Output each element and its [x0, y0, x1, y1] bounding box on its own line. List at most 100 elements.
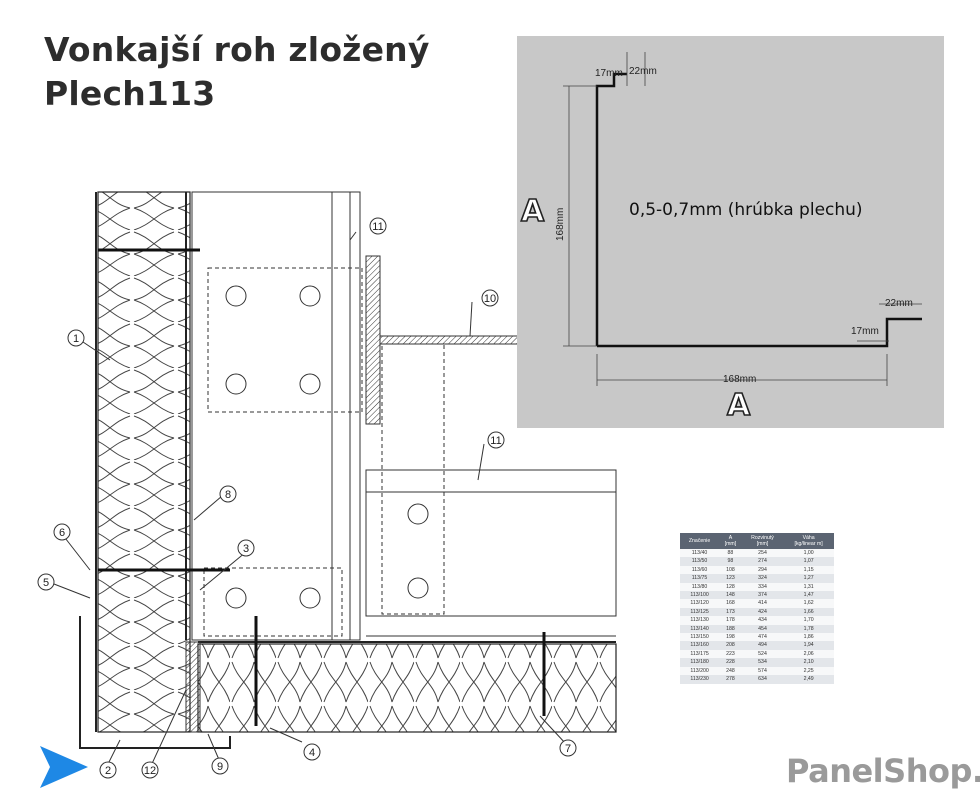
callout-10: 10 — [484, 293, 496, 305]
table-cell: 113/230 — [680, 675, 720, 684]
table-cell: 454 — [741, 624, 784, 634]
table-cell: 1,78 — [783, 624, 834, 634]
table-cell: 1,66 — [783, 607, 834, 617]
callout-12: 12 — [144, 765, 156, 777]
table-cell: 434 — [741, 616, 784, 625]
table-cell: 474 — [741, 633, 784, 642]
table-cell: 1,27 — [783, 574, 834, 583]
table-cell: 1,47 — [783, 591, 834, 600]
table-cell: 228 — [719, 658, 742, 667]
table-cell: 113/100 — [680, 591, 720, 600]
table-cell: 88 — [719, 549, 742, 558]
table-cell: 574 — [741, 666, 784, 676]
table-cell: 248 — [719, 666, 742, 676]
table-cell: 113/175 — [680, 649, 720, 659]
table-cell: 188 — [719, 624, 742, 634]
table-cell: 128 — [719, 582, 742, 592]
horizontal-wall-panel — [197, 641, 617, 733]
table-cell: 1,31 — [783, 582, 834, 592]
corner-flashing-profile — [79, 616, 231, 749]
table-cell: 98 — [719, 557, 742, 566]
table-cell: 113/125 — [680, 607, 720, 617]
table-cell: 1,62 — [783, 599, 834, 608]
table-cell: 113/60 — [680, 565, 720, 575]
bolt-holes — [225, 285, 429, 609]
table-cell: 414 — [741, 599, 784, 608]
table-cell: 178 — [719, 616, 742, 625]
col-header: A[mm] — [719, 533, 742, 549]
table-cell: 634 — [741, 675, 784, 684]
table-cell: 123 — [719, 574, 742, 583]
blue-arrow-icon — [40, 746, 88, 788]
callout-4: 4 — [309, 747, 315, 759]
table-cell: 168 — [719, 599, 742, 608]
table-cell: 1,15 — [783, 565, 834, 575]
table-cell: 254 — [741, 549, 784, 558]
vertical-wall-panel — [95, 191, 191, 733]
table-cell: 113/200 — [680, 666, 720, 676]
table-cell: 278 — [719, 675, 742, 684]
table-cell: 173 — [719, 607, 742, 617]
table-cell: 113/160 — [680, 641, 720, 650]
table-cell: 424 — [741, 607, 784, 617]
table-header-row: Značenie A[mm] Rozvinutý[mm] Váha[kg/lin… — [680, 533, 834, 549]
col-header: Značenie — [680, 533, 720, 549]
label-a-bottom: A — [726, 387, 751, 424]
hatched-sealant — [185, 641, 201, 733]
page-title-line1: Vonkajší roh zložený — [44, 30, 430, 69]
table-cell: 494 — [741, 641, 784, 650]
table-cell: 1,94 — [783, 641, 834, 650]
callout-markers — [37, 217, 577, 779]
table-cell: 113/75 — [680, 574, 720, 583]
steel-column — [191, 191, 617, 641]
table-cell: 1,00 — [783, 549, 834, 558]
table-cell: 113/130 — [680, 616, 720, 625]
table-cell: 524 — [741, 649, 784, 659]
callout-8: 8 — [225, 489, 231, 501]
table-cell: 148 — [719, 591, 742, 600]
callout-5: 5 — [43, 577, 49, 589]
table-cell: 113/150 — [680, 633, 720, 642]
table-cell: 274 — [741, 557, 784, 566]
callout-9: 9 — [217, 761, 223, 773]
table-cell: 113/50 — [680, 557, 720, 566]
table-cell: 1,70 — [783, 616, 834, 625]
table-cell: 113/140 — [680, 624, 720, 634]
callout-11-bottom: 11 — [490, 435, 501, 447]
table-cell: 198 — [719, 633, 742, 642]
callout-3: 3 — [243, 543, 249, 555]
dim-right-lip: 17mm — [851, 326, 879, 337]
label-a-left: A — [520, 193, 545, 230]
thickness-note: 0,5-0,7mm (hrúbka plechu) — [629, 200, 863, 220]
profile-outline — [563, 52, 922, 386]
profile-dimension-panel: 17mm 22mm 168mm 168mm 22mm 17mm 0,5-0,7m… — [517, 36, 944, 428]
table-cell: 223 — [719, 649, 742, 659]
brand-logo: PanelShop.sk — [786, 752, 980, 790]
profile-weights-table: Značenie A[mm] Rozvinutý[mm] Váha[kg/lin… — [680, 533, 834, 684]
col-header: Rozvinutý[mm] — [741, 533, 784, 549]
callout-1: 1 — [73, 333, 79, 345]
table-cell: 294 — [741, 565, 784, 575]
table-cell: 113/40 — [680, 549, 720, 558]
dim-right-return: 22mm — [885, 298, 913, 309]
callout-6: 6 — [59, 527, 65, 539]
page-title-line2: Plech113 — [44, 74, 216, 113]
table-cell: 2,06 — [783, 649, 834, 659]
table-cell: 2,49 — [783, 675, 834, 684]
table-cell: 208 — [719, 641, 742, 650]
callout-11-top: 11 — [372, 221, 383, 233]
dim-top-return: 22mm — [629, 66, 657, 77]
callout-7: 7 — [565, 743, 571, 755]
dim-top-lip: 17mm — [595, 68, 623, 79]
